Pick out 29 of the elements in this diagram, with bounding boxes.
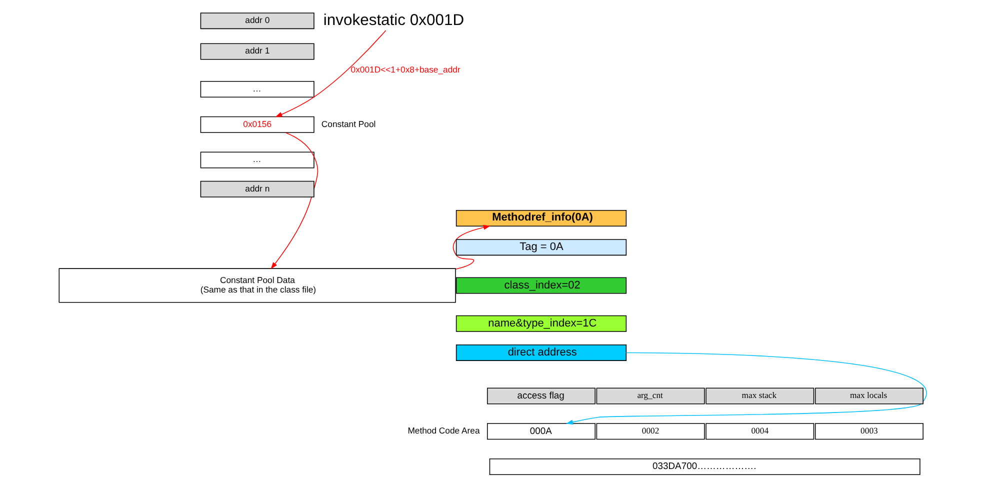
- node-box: max stack: [705, 388, 814, 404]
- node-box: class_index=02: [455, 277, 626, 294]
- arrow: [565, 352, 926, 425]
- node-box: 0x0156: [200, 116, 314, 133]
- label: Constant Pool: [320, 118, 376, 129]
- node-box: …: [200, 80, 314, 98]
- node-box: 0003: [814, 423, 923, 440]
- arrow: [274, 30, 386, 118]
- node-box: …: [200, 152, 314, 168]
- label: Method Code Area: [407, 426, 480, 436]
- node-box: 033DA700……………….: [488, 458, 920, 475]
- edge-label: 0x001D<<1+0x8+base_addr: [350, 64, 460, 75]
- node-box: max locals: [814, 388, 923, 404]
- node-box: addr n: [200, 180, 314, 198]
- node-box: arg_cnt: [596, 388, 704, 404]
- node-box: addr 0: [200, 12, 314, 30]
- arrow: [452, 224, 490, 270]
- node-box: 0004: [705, 423, 814, 440]
- node-box: Tag = 0A: [455, 239, 626, 256]
- node-box: Constant Pool Data (Same as that in the class file): [58, 268, 456, 303]
- arrow: [270, 132, 318, 270]
- node-box: name&type_index=1C: [455, 315, 626, 332]
- node-text: invokestatic 0x001D: [322, 12, 464, 29]
- node-box: Methodref_info(0A): [455, 210, 626, 226]
- node-box: direct address: [455, 344, 626, 361]
- node-box: addr 1: [200, 43, 314, 60]
- node-box: access flag: [486, 388, 596, 404]
- node-box: 000A: [486, 423, 596, 440]
- node-box: 0002: [596, 423, 704, 440]
